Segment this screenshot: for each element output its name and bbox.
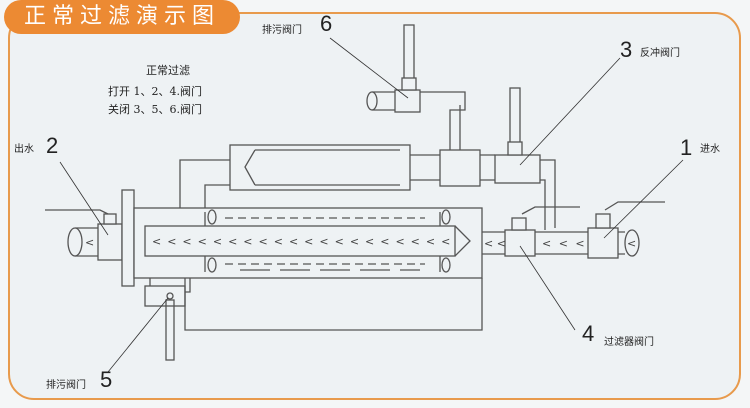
open-valves-note: 打开 1、2、4.阀门 bbox=[108, 85, 202, 98]
valve-3-label: 反冲阀门 bbox=[640, 48, 680, 59]
leader-lines bbox=[59, 37, 684, 373]
valve-1-number: 1 bbox=[680, 135, 693, 160]
valve-5-label: 排污阀门 bbox=[46, 380, 86, 391]
inlet-label: 进水 bbox=[700, 144, 720, 155]
flow-arrow-inlet-end: < bbox=[627, 237, 636, 250]
valve-4-number: 4 bbox=[582, 321, 595, 346]
valve-5-number: 5 bbox=[100, 367, 113, 392]
backwash-chamber bbox=[179, 144, 556, 230]
outlet-label: 出水 bbox=[14, 144, 34, 155]
flow-arrow-outlet: < bbox=[85, 236, 94, 249]
valve-3-number: 3 bbox=[620, 37, 633, 62]
valve-6-label: 排污阀门 bbox=[262, 25, 302, 36]
mode-heading: 正常过滤 bbox=[146, 64, 190, 77]
valve-2 bbox=[45, 209, 123, 261]
valve-4-label: 过滤器阀门 bbox=[604, 337, 654, 348]
closed-valves-note: 关闭 3、5、6.阀门 bbox=[108, 103, 202, 116]
valve-6 bbox=[366, 24, 466, 150]
flange bbox=[121, 189, 135, 287]
title-tab: 正常过滤演示图 bbox=[4, 0, 240, 34]
valve-6-number: 6 bbox=[320, 11, 333, 36]
flow-arrows-inlet-a: < < bbox=[484, 237, 506, 250]
valve-4 bbox=[504, 206, 580, 257]
valve-2-number: 2 bbox=[46, 133, 59, 158]
valve-1 bbox=[587, 201, 665, 259]
flow-arrows-inlet-b: < < < bbox=[542, 237, 587, 250]
valve-5 bbox=[144, 278, 483, 361]
flow-arrows-housing: <<<<<<<<<<<<<<<<<<<< bbox=[152, 235, 456, 248]
flow-arrows: <<<<<<<<<<<<<<<<<<<< < < < < < < < bbox=[85, 235, 636, 250]
filter-housing bbox=[133, 207, 483, 279]
valve-3 bbox=[494, 87, 541, 184]
